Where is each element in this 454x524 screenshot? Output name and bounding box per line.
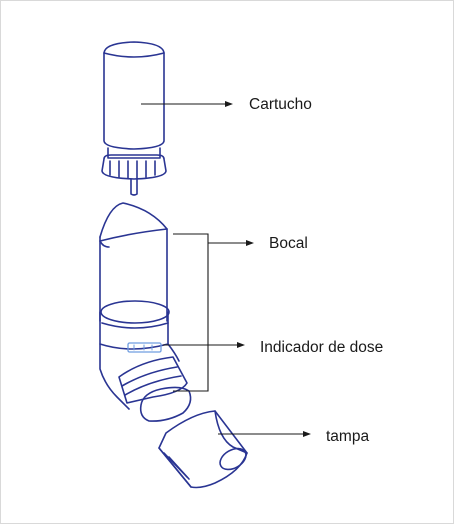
inhaler-body-drawing: [99, 202, 192, 422]
arrowheads: [225, 101, 311, 437]
cartridge-label: Cartucho: [249, 96, 312, 113]
cartridge-arrowhead: [225, 101, 233, 107]
cap-label: tampa: [326, 428, 370, 445]
cartridge-drawing: [101, 41, 167, 196]
mouthpiece-label: Bocal: [269, 235, 308, 252]
mouthpiece-bracket: [173, 233, 209, 392]
dose-indicator-label: Indicador de dose: [260, 339, 384, 356]
leader-lines: [141, 103, 305, 435]
dose-indicator-arrowhead: [237, 342, 245, 348]
mouthpiece-arrowhead: [246, 240, 254, 246]
cap-arrowhead: [303, 431, 311, 437]
cap-drawing: [158, 410, 248, 489]
